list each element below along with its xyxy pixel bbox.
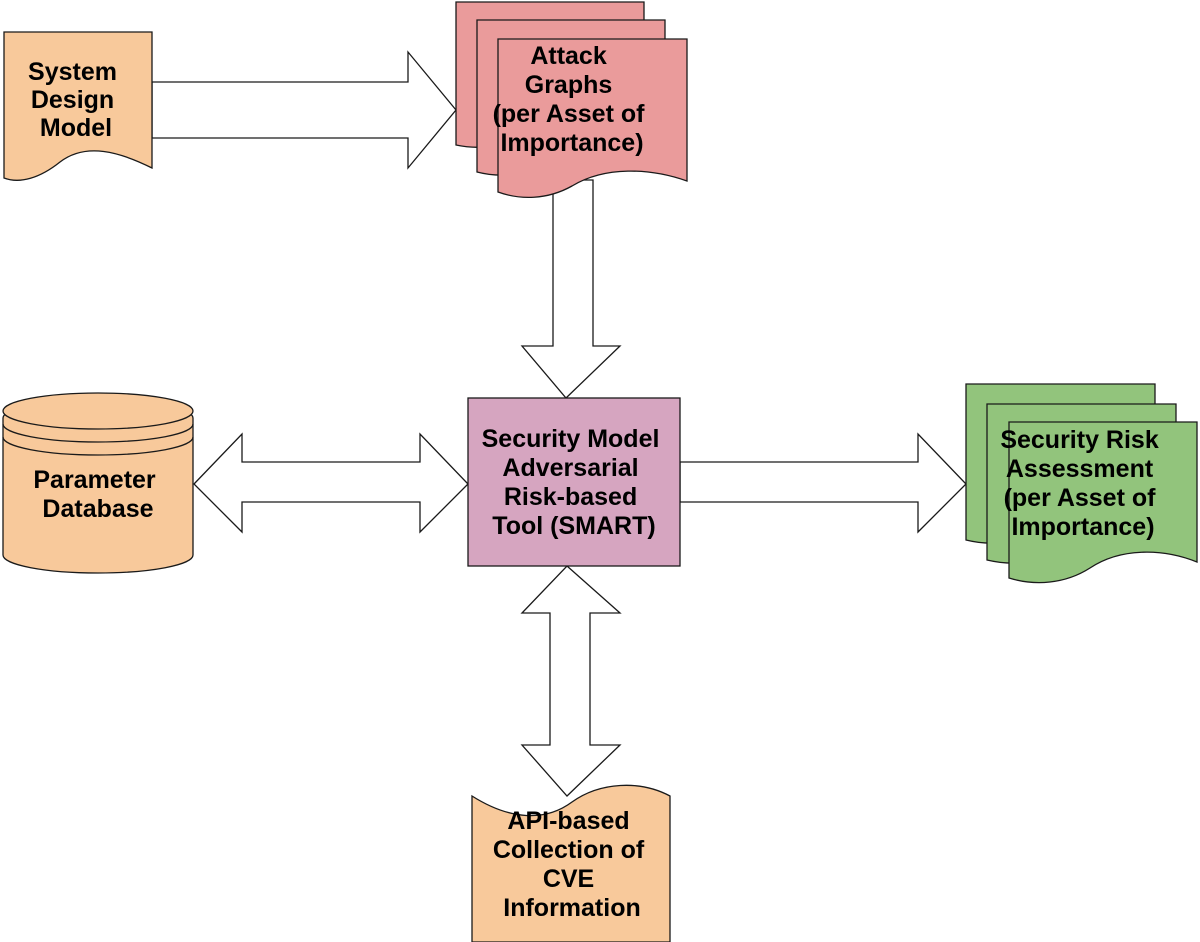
smart-tool-line: Adversarial [502, 454, 638, 482]
risk-assessment-line: Assessment [1006, 455, 1154, 483]
cve-collection-line: API-based [507, 807, 629, 835]
smart-tool-line: Security Model [482, 425, 660, 453]
risk-assessment-front-page [1008, 421, 1198, 584]
parameter-database-top [2, 392, 194, 430]
attack-graphs-front-page [497, 38, 688, 199]
cve-collection-line: CVE [543, 865, 594, 893]
system-design-model-label: System Design Model [28, 58, 124, 142]
attack-graphs-line: Graphs [525, 71, 613, 99]
smart-tool-line: Tool (SMART) [492, 512, 655, 540]
risk-assessment-line: (per Asset of [1004, 484, 1157, 512]
risk-assessment-line: Importance) [1011, 513, 1154, 541]
cve-collection-label: API-based Collection of CVE Information [493, 807, 651, 922]
arrow-attack-graphs-to-smart [520, 179, 622, 399]
risk-assessment-label: Security Risk Assessment (per Asset of I… [1000, 426, 1165, 541]
parameter-database-label: Parameter Database [33, 466, 162, 523]
smart-tool-label: Security Model Adversarial Risk-based To… [482, 425, 667, 540]
arrow-database-smart-bidirectional [193, 432, 469, 534]
cve-collection-node: API-based Collection of CVE Information [471, 784, 671, 942]
attack-graphs-line: Attack [530, 42, 607, 70]
parameter-database-node: Parameter Database [2, 392, 194, 574]
attack-graphs-node: Attack Graphs (per Asset of Importance) [455, 1, 688, 199]
system-design-model-line: Model [40, 114, 112, 142]
arrow-design-to-attack-graphs [151, 50, 457, 170]
attack-graphs-line: (per Asset of [493, 100, 646, 128]
parameter-database-ring [2, 436, 194, 456]
smart-tool-line: Risk-based [504, 483, 637, 511]
system-design-model-line: System [28, 58, 117, 86]
attack-graphs-line: Importance) [500, 129, 643, 157]
security-risk-assessment-node: Security Risk Assessment (per Asset of I… [965, 383, 1198, 584]
cve-collection-line: Information [503, 894, 641, 922]
system-design-model-node: System Design Model [3, 31, 153, 181]
parameter-database-ring [2, 423, 194, 443]
cve-collection-shape [471, 784, 671, 942]
attack-graphs-label: Attack Graphs (per Asset of Importance) [493, 42, 652, 157]
arrow-smart-cve-bidirectional [520, 565, 622, 797]
smart-tool-node: Security Model Adversarial Risk-based To… [467, 397, 681, 567]
smart-tool-box [467, 397, 681, 567]
parameter-database-line: Database [42, 495, 153, 523]
parameter-database-line: Parameter [33, 466, 156, 494]
system-design-model-shape [3, 31, 153, 181]
arrow-smart-to-risk-assessment [679, 432, 967, 534]
risk-assessment-line: Security Risk [1000, 426, 1159, 454]
system-design-model-line: Design [31, 86, 114, 114]
cve-collection-line: Collection of [493, 836, 645, 864]
